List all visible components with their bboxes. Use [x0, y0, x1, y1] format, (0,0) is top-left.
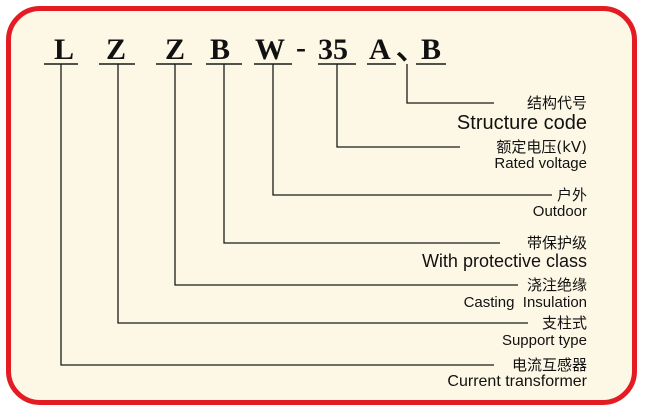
label-structure-code-en: Structure code	[457, 112, 587, 134]
code-letter-A: A	[369, 33, 391, 66]
connector-outdoor	[272, 64, 552, 196]
code-letter-Z1: Z	[106, 33, 126, 66]
connector-structure-code	[406, 64, 494, 104]
label-support-type-en: Support type	[502, 332, 587, 349]
connector-casting-insulation	[174, 64, 518, 286]
connector-support-type	[117, 64, 528, 324]
code-voltage-35: 35	[318, 33, 348, 66]
connector-current-transformer	[60, 64, 494, 366]
code-letter-W: W	[255, 33, 285, 66]
connector-protective-class	[223, 64, 500, 244]
label-protective-class-cn: 带保护级	[527, 234, 587, 252]
code-separator: 、	[396, 33, 426, 66]
label-rated-voltage-en: Rated voltage	[494, 155, 587, 172]
label-rated-voltage-cn: 额定电压(kV)	[496, 138, 587, 156]
code-letter-L: L	[54, 33, 74, 66]
label-casting-insulation-cn: 浇注绝缘	[527, 276, 587, 294]
label-outdoor-en: Outdoor	[533, 203, 587, 220]
label-casting-insulation-en: Casting Insulation	[464, 294, 587, 311]
code-letter-Z2: Z	[165, 33, 185, 66]
label-current-transformer-en: Current transformer	[447, 373, 587, 390]
code-letter-B: B	[210, 33, 230, 66]
label-current-transformer-cn: 电流互感器	[512, 356, 587, 374]
diagram-frame	[6, 6, 637, 405]
label-support-type-cn: 支柱式	[542, 314, 587, 332]
label-protective-class-en: With protective class	[422, 251, 587, 271]
label-outdoor-cn: 户外	[557, 186, 587, 204]
connector-rated-voltage	[336, 64, 460, 148]
code-letter-B2: B	[421, 33, 441, 66]
code-dash: -	[296, 31, 306, 64]
label-structure-code-cn: 结构代号	[527, 94, 587, 112]
